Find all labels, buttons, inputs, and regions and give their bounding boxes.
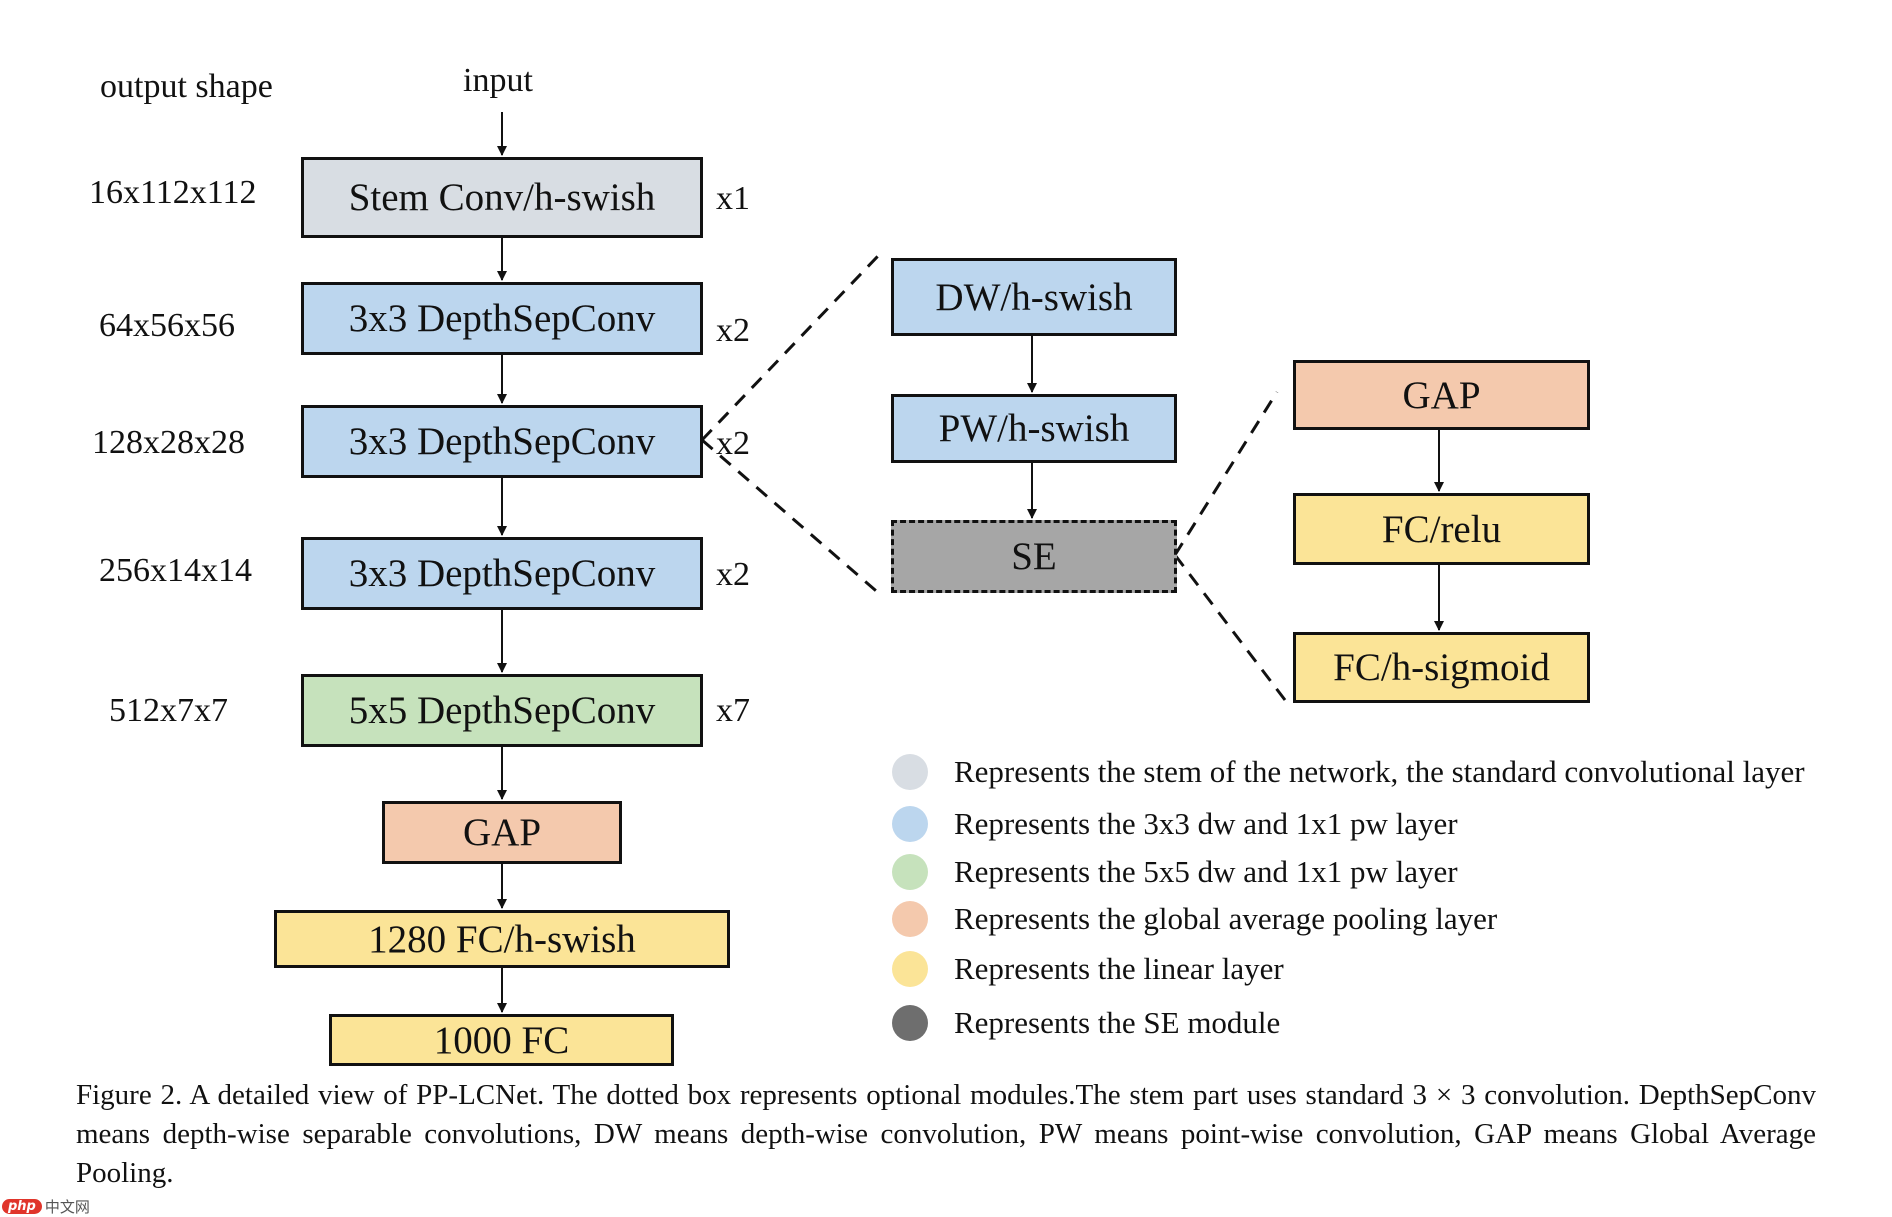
zoom-line-depthsep-bottom: [701, 438, 883, 598]
repeat-block2: x2: [716, 425, 750, 462]
zoom-line-depthsep-top: [700, 254, 880, 442]
legend-item-3x3: Represents the 3x3 dw and 1x1 pw layer: [892, 804, 1458, 844]
output-shape-block4: 512x7x7: [109, 692, 228, 729]
fc-1280-box: 1280 FC/h-swish: [274, 910, 730, 968]
depthsep-block4-box: 5x5 DepthSepConv: [301, 674, 703, 747]
repeat-block4: x7: [716, 692, 750, 729]
legend-swatch: [892, 951, 928, 987]
output-shape-block2: 128x28x28: [92, 424, 245, 461]
dw-hswish-box: DW/h-swish: [891, 258, 1177, 336]
depthsep-block1-box: 3x3 DepthSepConv: [301, 282, 703, 355]
repeat-stem: x1: [716, 180, 750, 217]
legend-swatch: [892, 806, 928, 842]
site-watermark: php 中文网: [2, 1196, 90, 1217]
legend-text: Represents the 5x5 dw and 1x1 pw layer: [954, 854, 1458, 889]
legend-text: Represents the 3x3 dw and 1x1 pw layer: [954, 806, 1458, 841]
depthsep-block2-box: 3x3 DepthSepConv: [301, 405, 703, 478]
stem-conv-box: Stem Conv/h-swish: [301, 157, 703, 238]
legend-swatch: [892, 901, 928, 937]
fc-hsigmoid-box: FC/h-sigmoid: [1293, 632, 1590, 703]
fc-relu-box: FC/relu: [1293, 493, 1590, 565]
output-shape-stem: 16x112x112: [89, 174, 257, 211]
watermark-brand: php: [2, 1199, 42, 1214]
legend-swatch: [892, 754, 928, 790]
legend-text: Represents the global average pooling la…: [954, 901, 1498, 936]
repeat-block1: x2: [716, 312, 750, 349]
pw-hswish-box: PW/h-swish: [891, 394, 1177, 463]
zoom-line-se-top: [1173, 391, 1279, 556]
output-shape-block3: 256x14x14: [99, 552, 252, 589]
figure-caption: Figure 2. A detailed view of PP-LCNet. T…: [76, 1079, 1816, 1189]
legend-item-se: Represents the SE module: [892, 1003, 1280, 1043]
output-shape-block1: 64x56x56: [99, 307, 235, 344]
zoom-line-se-bottom: [1173, 554, 1287, 701]
legend-text: Represents the stem of the network, the …: [954, 754, 1805, 789]
depthsep-block3-box: 3x3 DepthSepConv: [301, 537, 703, 610]
legend-swatch: [892, 1005, 928, 1041]
input-label: input: [463, 62, 533, 99]
legend-text: Represents the linear layer: [954, 951, 1284, 986]
legend-item-gap: Represents the global average pooling la…: [892, 899, 1497, 939]
watermark-suffix: 中文网: [44, 1198, 90, 1216]
se-module-box: SE: [891, 520, 1177, 593]
repeat-block3: x2: [716, 556, 750, 593]
legend-item-linear: Represents the linear layer: [892, 949, 1284, 989]
legend-swatch: [892, 854, 928, 890]
se-gap-box: GAP: [1293, 360, 1590, 430]
legend-item-5x5: Represents the 5x5 dw and 1x1 pw layer: [892, 852, 1458, 892]
output-shape-header: output shape: [100, 68, 273, 105]
head-gap-box: GAP: [382, 801, 622, 864]
legend-text: Represents the SE module: [954, 1005, 1281, 1040]
fc-1000-box: 1000 FC: [329, 1014, 674, 1066]
legend-item-stem: Represents the stem of the network, the …: [892, 752, 1805, 792]
